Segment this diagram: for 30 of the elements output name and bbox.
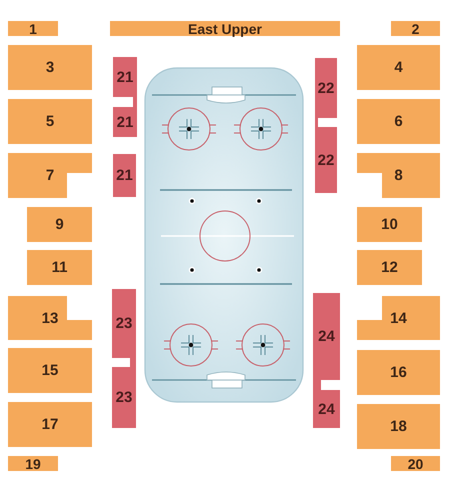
seating-section: 9 [27, 207, 92, 242]
seating-section: 20 [391, 456, 440, 471]
seating-section: 7 [8, 153, 92, 198]
seating-section: 6 [357, 99, 440, 144]
seating-section: 23 [112, 289, 136, 367]
seating-section: 1 [8, 21, 58, 36]
seating-section: East Upper [110, 21, 340, 36]
seating-section: 22 [315, 58, 337, 127]
seating-section: 21 [113, 57, 137, 107]
seating-section: 10 [357, 207, 422, 242]
seating-section: 11 [27, 250, 92, 285]
seating-section: 24 [313, 293, 340, 390]
seating-section: 24 [313, 390, 340, 428]
seating-section: 14 [357, 296, 440, 340]
seating-section: 19 [8, 456, 58, 471]
seating-section: 8 [357, 153, 440, 198]
seating-section: 12 [357, 250, 422, 285]
seating-section: 17 [8, 402, 92, 447]
seating-section: 23 [112, 367, 136, 428]
seating-section: 15 [8, 348, 92, 393]
seating-section: 21 [113, 154, 136, 197]
seating-section: 18 [357, 404, 440, 449]
seating-section: 22 [315, 127, 337, 193]
seating-section: 16 [357, 350, 440, 395]
seating-section: 21 [113, 107, 137, 137]
seating-section: 13 [8, 296, 92, 340]
seating-section: 2 [391, 21, 440, 36]
seating-section: 5 [8, 99, 92, 144]
seating-section: 3 [8, 45, 92, 90]
seating-section: 4 [357, 45, 440, 90]
